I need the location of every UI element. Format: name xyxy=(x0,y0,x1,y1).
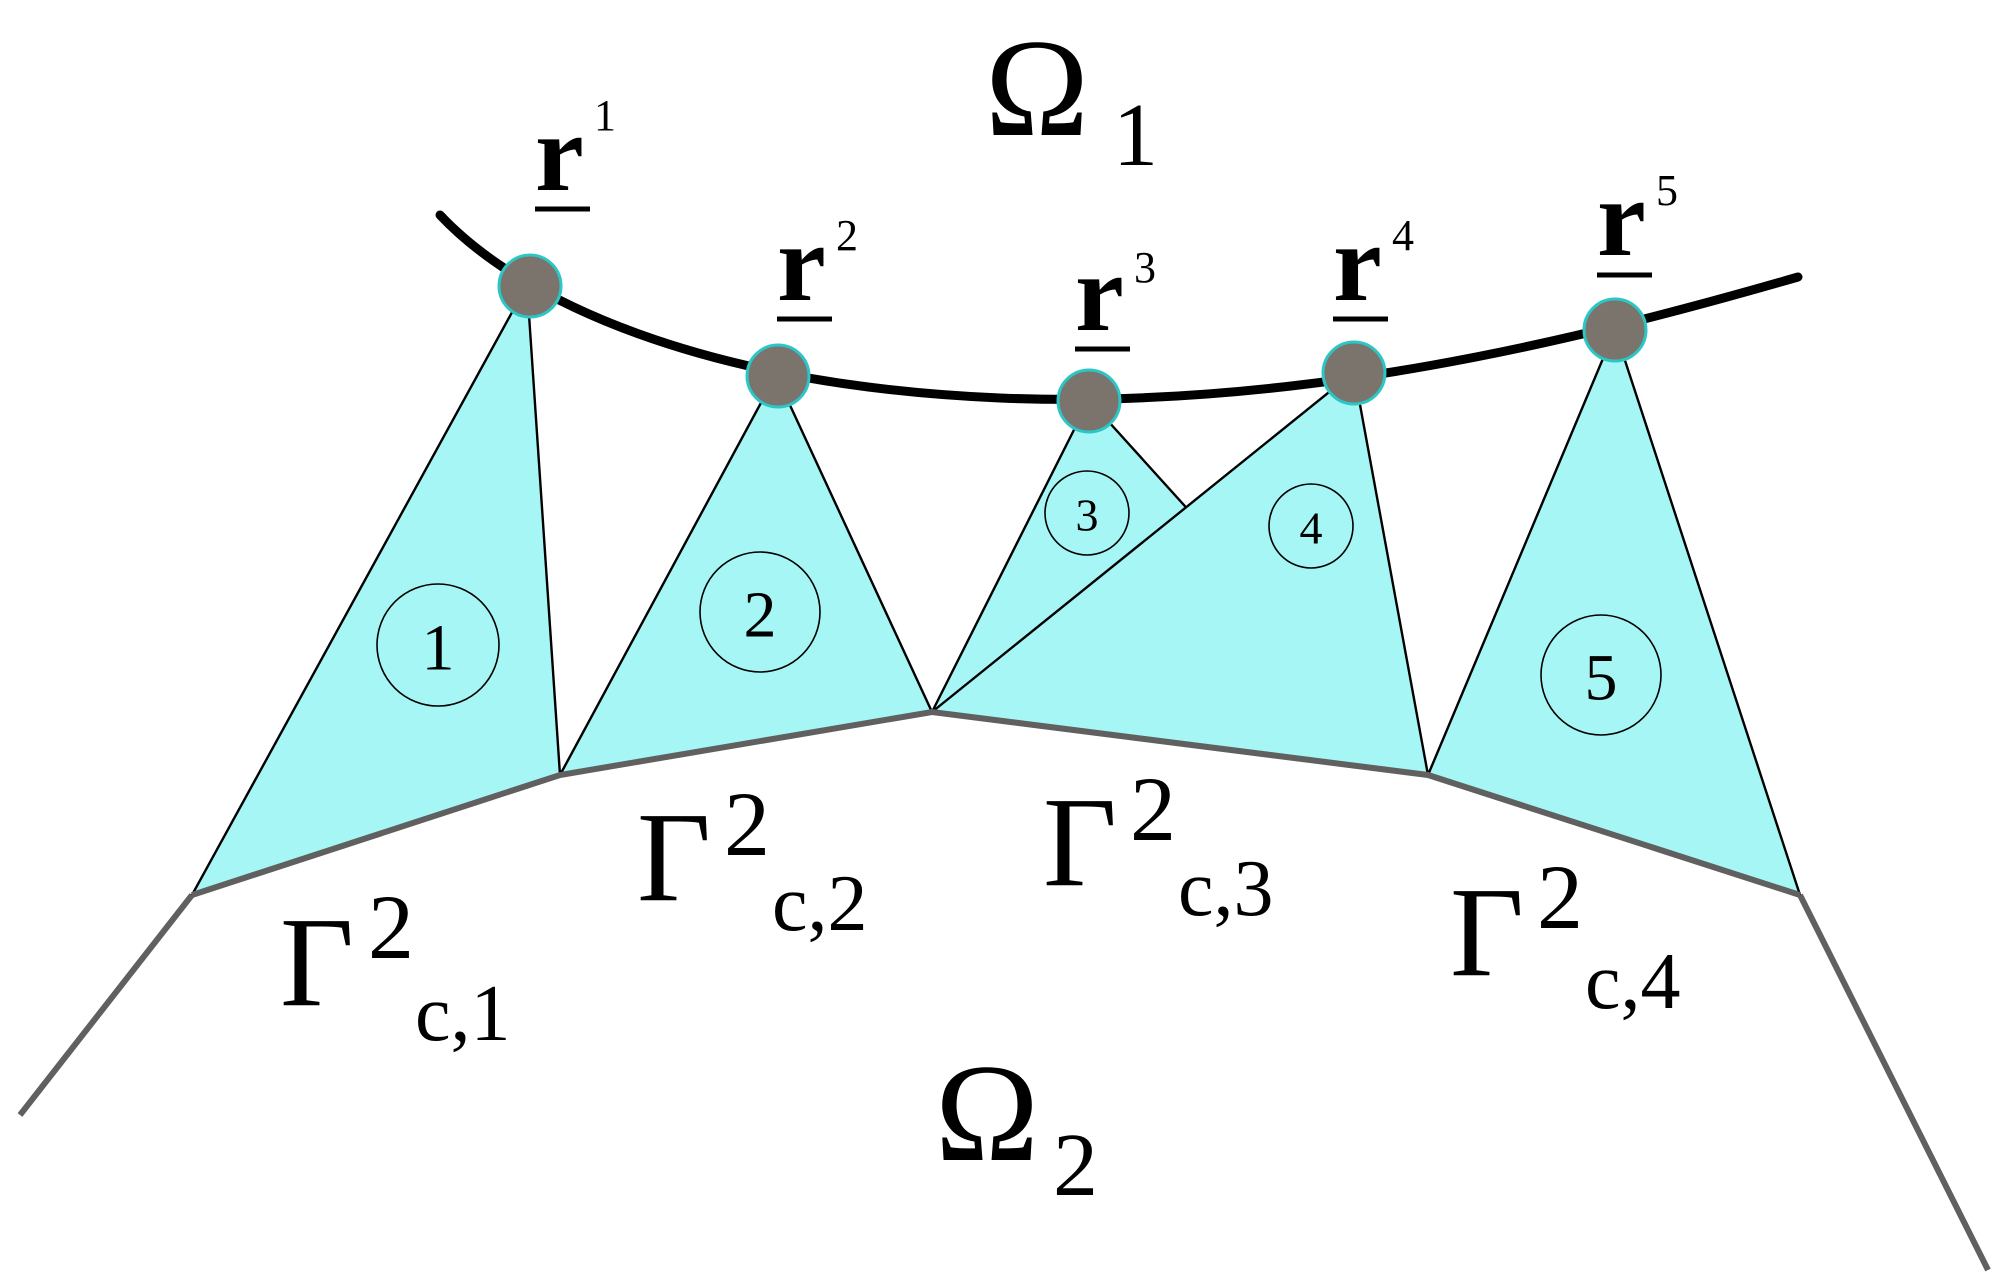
boundary-label-c3: Γ 2 c,3 xyxy=(1043,758,1274,933)
point-superscript: 4 xyxy=(1392,211,1414,260)
point-superscript: 2 xyxy=(836,211,858,260)
point-symbol: r xyxy=(777,202,826,324)
element-number-labels: 1 2 3 4 5 xyxy=(376,470,1662,736)
gamma-symbol: Γ xyxy=(1450,861,1524,1003)
domain-labels: Ω 1 Ω 2 xyxy=(935,11,1158,1215)
element-label-4: 4 xyxy=(1268,483,1354,569)
element-label-3: 3 xyxy=(1044,470,1130,556)
point-superscript: 3 xyxy=(1134,243,1156,292)
node-r2 xyxy=(745,343,811,409)
boundary-right-extension xyxy=(1797,893,1991,1272)
gamma-superscript: 2 xyxy=(1130,758,1176,860)
gamma-superscript: 2 xyxy=(368,876,414,978)
element-label-text: 4 xyxy=(1300,503,1323,554)
point-symbol: r xyxy=(1333,202,1382,324)
node-r5 xyxy=(1582,297,1648,363)
gamma-subscript: c,4 xyxy=(1585,938,1681,1026)
gamma-subscript: c,2 xyxy=(772,860,868,948)
interface-nodes xyxy=(497,253,1648,434)
node-r3 xyxy=(1056,368,1122,434)
triangle-1 xyxy=(190,283,562,897)
boundary-segment-line xyxy=(191,708,1801,898)
gamma-symbol: Γ xyxy=(280,891,354,1033)
point-label-4: r 4 xyxy=(1333,202,1414,324)
point-superscript: 5 xyxy=(1656,166,1678,215)
gamma-superscript: 2 xyxy=(724,773,770,875)
lower-boundary xyxy=(17,708,1991,1272)
element-label-text: 1 xyxy=(422,612,455,685)
node-r1 xyxy=(497,253,563,319)
domain-label-omega1: Ω 1 xyxy=(985,11,1158,185)
gamma-subscript: c,3 xyxy=(1178,845,1274,933)
point-label-2: r 2 xyxy=(777,202,858,324)
domain-symbol: Ω xyxy=(985,11,1089,166)
point-label-5: r 5 xyxy=(1597,157,1678,279)
boundary-label-c2: Γ 2 c,2 xyxy=(637,773,868,948)
boundary-left-extension xyxy=(17,893,195,1117)
element-label-circle xyxy=(1044,470,1130,556)
element-label-text: 2 xyxy=(744,579,777,652)
element-label-text: 3 xyxy=(1076,490,1099,541)
triangle-2 xyxy=(558,373,934,777)
boundary-label-c1: Γ 2 c,1 xyxy=(280,876,511,1058)
gamma-superscript: 2 xyxy=(1537,846,1583,948)
gamma-symbol: Γ xyxy=(637,786,711,928)
triangle-elements xyxy=(190,283,1802,897)
boundary-label-c4: Γ 2 c,4 xyxy=(1450,846,1681,1026)
point-superscript: 1 xyxy=(594,91,616,140)
point-symbol: r xyxy=(535,92,584,214)
domain-symbol: Ω xyxy=(935,1036,1039,1191)
node-r4 xyxy=(1321,340,1387,406)
element-label-circle xyxy=(699,551,821,673)
point-label-3: r 3 xyxy=(1075,232,1156,354)
gamma-subscript: c,1 xyxy=(415,970,511,1058)
element-label-2: 2 xyxy=(699,551,821,673)
element-label-circle xyxy=(1540,614,1662,736)
element-label-circle xyxy=(376,583,500,707)
element-label-1: 1 xyxy=(376,583,500,707)
point-label-1: r 1 xyxy=(535,91,616,214)
point-labels: r 1 r 2 r 3 r 4 r 5 xyxy=(535,91,1678,354)
element-label-text: 5 xyxy=(1585,642,1618,715)
triangle-5 xyxy=(1426,328,1802,897)
element-label-5: 5 xyxy=(1540,614,1662,736)
domain-label-omega2: Ω 2 xyxy=(935,1036,1098,1215)
domain-subscript: 1 xyxy=(1113,86,1158,185)
element-label-circle xyxy=(1268,483,1354,569)
point-symbol: r xyxy=(1075,232,1124,354)
gamma-symbol: Γ xyxy=(1043,771,1117,913)
point-symbol: r xyxy=(1597,157,1646,279)
boundary-labels: Γ 2 c,1 Γ 2 c,2 Γ 2 c,3 Γ 2 c,4 xyxy=(280,758,1681,1058)
domain-subscript: 2 xyxy=(1053,1116,1098,1215)
